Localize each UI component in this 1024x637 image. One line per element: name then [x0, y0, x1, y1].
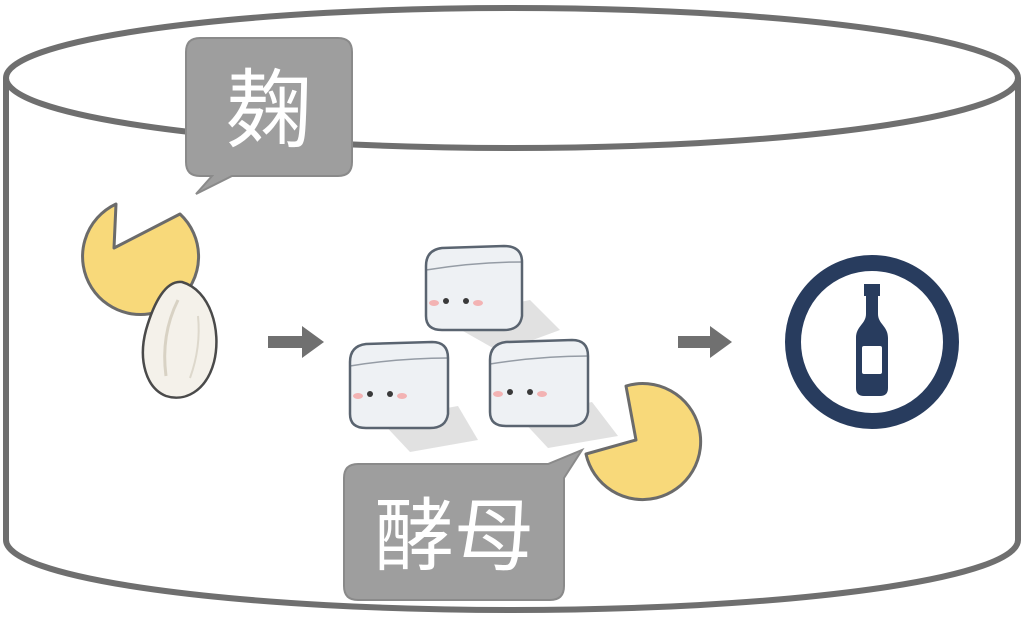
- yeast-label: 酵母: [374, 490, 534, 583]
- arrow-right-icon: [268, 326, 324, 358]
- sugar-cube-icon: [488, 338, 590, 428]
- sugar-cube-icon: [424, 244, 524, 332]
- sake-bottle-icon: [785, 255, 959, 429]
- vat-rim: [3, 5, 1021, 151]
- koji-bubble-shape: [185, 37, 353, 195]
- sugar-cubes: [348, 244, 618, 452]
- arrow-right-icon: [678, 326, 732, 358]
- sugar-cube-icon: [348, 340, 450, 430]
- koji-bubble: 麹: [185, 37, 353, 195]
- brewing-vat: [2, 5, 1021, 613]
- yeast-bubble-shape: [343, 447, 585, 601]
- yeast-bubble: 酵母: [343, 447, 585, 601]
- rice-grain-icon: [141, 280, 218, 399]
- vat-body: [2, 78, 1021, 613]
- yeast-microbe-icon: [584, 382, 703, 501]
- koji-label: 麹: [226, 61, 312, 161]
